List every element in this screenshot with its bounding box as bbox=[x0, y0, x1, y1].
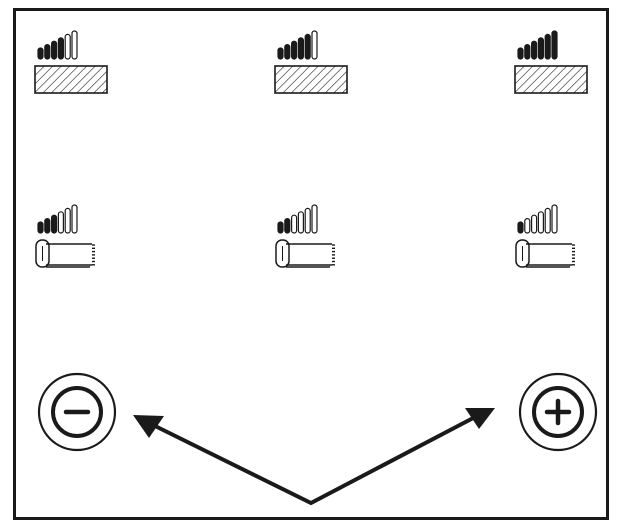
level-bar-filled bbox=[44, 44, 51, 60]
level-bar-filled bbox=[551, 30, 558, 60]
level-bar-filled bbox=[517, 47, 524, 60]
level-bar-filled bbox=[44, 218, 51, 234]
level-bar-empty bbox=[64, 207, 71, 234]
level-bar-empty bbox=[71, 204, 78, 234]
level-bar-empty bbox=[64, 33, 71, 60]
floor-hatched-icon bbox=[514, 65, 588, 94]
level-bar-filled bbox=[57, 37, 64, 60]
plus-circle-icon bbox=[518, 372, 598, 452]
floor-hatched-icon bbox=[274, 65, 348, 94]
minus-circle-icon bbox=[37, 372, 117, 452]
level-bar-filled bbox=[277, 47, 284, 60]
towel-rail-icon bbox=[275, 239, 335, 268]
towel-level-indicator-1 bbox=[34, 199, 114, 279]
level-bar-empty bbox=[311, 30, 318, 60]
towel-level-indicator-2 bbox=[274, 199, 354, 279]
towel-rail-icon bbox=[515, 239, 575, 268]
level-bar-filled bbox=[297, 37, 304, 60]
level-bars bbox=[514, 30, 588, 94]
level-bar-filled bbox=[37, 47, 44, 60]
level-bar-filled bbox=[531, 40, 538, 60]
level-bar-filled bbox=[284, 44, 291, 60]
level-bar-empty bbox=[291, 214, 298, 234]
floor-level-indicator-1 bbox=[34, 25, 114, 105]
level-bar-empty bbox=[551, 204, 558, 234]
level-bar-empty bbox=[304, 207, 311, 234]
level-bar-empty bbox=[531, 214, 538, 234]
level-bar-empty bbox=[524, 218, 531, 234]
level-bar-filled bbox=[277, 221, 284, 234]
level-bar-filled bbox=[51, 214, 58, 234]
level-bar-empty bbox=[544, 207, 551, 234]
level-bar-empty bbox=[57, 211, 64, 234]
towel-level-indicator-3 bbox=[514, 199, 594, 279]
level-bar-empty bbox=[311, 204, 318, 234]
level-bars bbox=[274, 30, 348, 94]
floor-level-indicator-3 bbox=[514, 25, 594, 105]
minus-button[interactable] bbox=[33, 368, 121, 456]
level-bar-filled bbox=[37, 221, 44, 234]
level-bar-filled bbox=[517, 221, 524, 234]
level-bars bbox=[275, 204, 335, 268]
plus-button[interactable] bbox=[514, 368, 602, 456]
level-bar-filled bbox=[537, 37, 544, 60]
floor-level-indicator-2 bbox=[274, 25, 354, 105]
level-bars bbox=[34, 30, 108, 94]
towel-rail-icon bbox=[35, 239, 95, 268]
level-bar-empty bbox=[71, 30, 78, 60]
level-bar-filled bbox=[284, 218, 291, 234]
level-bar-filled bbox=[51, 40, 58, 60]
level-bars bbox=[35, 204, 95, 268]
control-panel bbox=[13, 8, 609, 520]
level-bars bbox=[515, 204, 575, 268]
level-bar-filled bbox=[524, 44, 531, 60]
level-bar-filled bbox=[544, 33, 551, 60]
double-arrow-icon bbox=[133, 408, 495, 506]
level-bar-empty bbox=[537, 211, 544, 234]
level-bar-empty bbox=[297, 211, 304, 234]
floor-hatched-icon bbox=[34, 65, 108, 94]
level-bar-filled bbox=[304, 33, 311, 60]
level-bar-filled bbox=[291, 40, 298, 60]
